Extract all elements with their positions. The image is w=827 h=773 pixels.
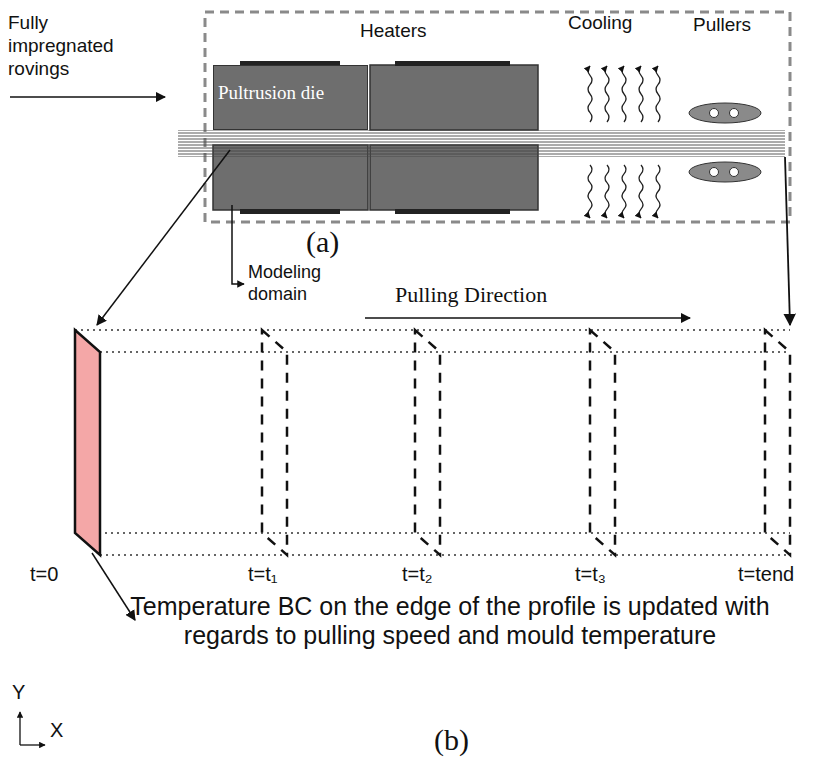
leader-line: [97, 150, 230, 325]
cooling-arrow: [605, 66, 609, 122]
puller: [689, 162, 761, 182]
domain-frame: [205, 12, 790, 222]
inlet-arrow: [10, 96, 165, 98]
puller-roll: [730, 109, 739, 118]
panel-label: (a): [306, 224, 339, 260]
cooling-arrows: [588, 66, 660, 218]
leader-line: [785, 157, 790, 325]
profile-section: [75, 330, 100, 555]
guide-lines: [75, 330, 790, 555]
panel-label: (b): [434, 722, 469, 758]
axis-label: Y: [12, 680, 25, 704]
cooling-arrow: [588, 66, 592, 122]
die-block: [370, 65, 538, 130]
leader-line: [232, 205, 244, 284]
cooling-arrow: [656, 66, 660, 122]
direction-arrow: [365, 317, 690, 319]
axis-label: X: [50, 718, 63, 742]
heater: [240, 209, 340, 214]
profile: [178, 130, 785, 157]
time-label: t=tend: [738, 562, 794, 586]
part-label: Cooling: [568, 12, 632, 35]
domain-label: Modeling domain: [248, 262, 353, 305]
cooling-arrow: [588, 165, 592, 218]
die-box: Pultrusion die: [213, 65, 368, 130]
time-label: t=t₁: [248, 562, 278, 586]
leader-line: [92, 553, 135, 620]
puller-roll: [710, 109, 719, 118]
heater: [395, 61, 510, 66]
section-positions: [262, 330, 790, 555]
box-title: Pultrusion die: [218, 82, 324, 103]
inlet-label: Fully impregnated rovings: [8, 12, 133, 80]
cooling-arrow: [605, 165, 609, 218]
note: Temperature BC on the edge of the profil…: [130, 592, 770, 650]
time-label: t=t₂: [402, 562, 433, 586]
heater: [395, 209, 510, 214]
part-label: Heaters: [360, 20, 427, 43]
cooling-arrow: [656, 165, 660, 218]
cooling-arrow: [639, 165, 643, 218]
axis-arrow: [19, 712, 20, 745]
cooling-arrow: [622, 165, 626, 218]
puller-roll: [710, 168, 719, 177]
time-label: t=0: [30, 562, 58, 586]
axis-arrow: [20, 744, 45, 745]
time-label: t=t₃: [575, 562, 606, 586]
cooling-arrow: [622, 66, 626, 122]
cooling-arrow: [639, 66, 643, 122]
part-label: Pullers: [693, 14, 751, 37]
section-frame: [765, 330, 790, 555]
section-frame: [262, 330, 287, 555]
puller-roll: [730, 168, 739, 177]
puller: [689, 103, 761, 123]
direction-label: Pulling Direction: [395, 282, 547, 308]
section-frame: [590, 330, 615, 555]
section-frame: [415, 330, 440, 555]
